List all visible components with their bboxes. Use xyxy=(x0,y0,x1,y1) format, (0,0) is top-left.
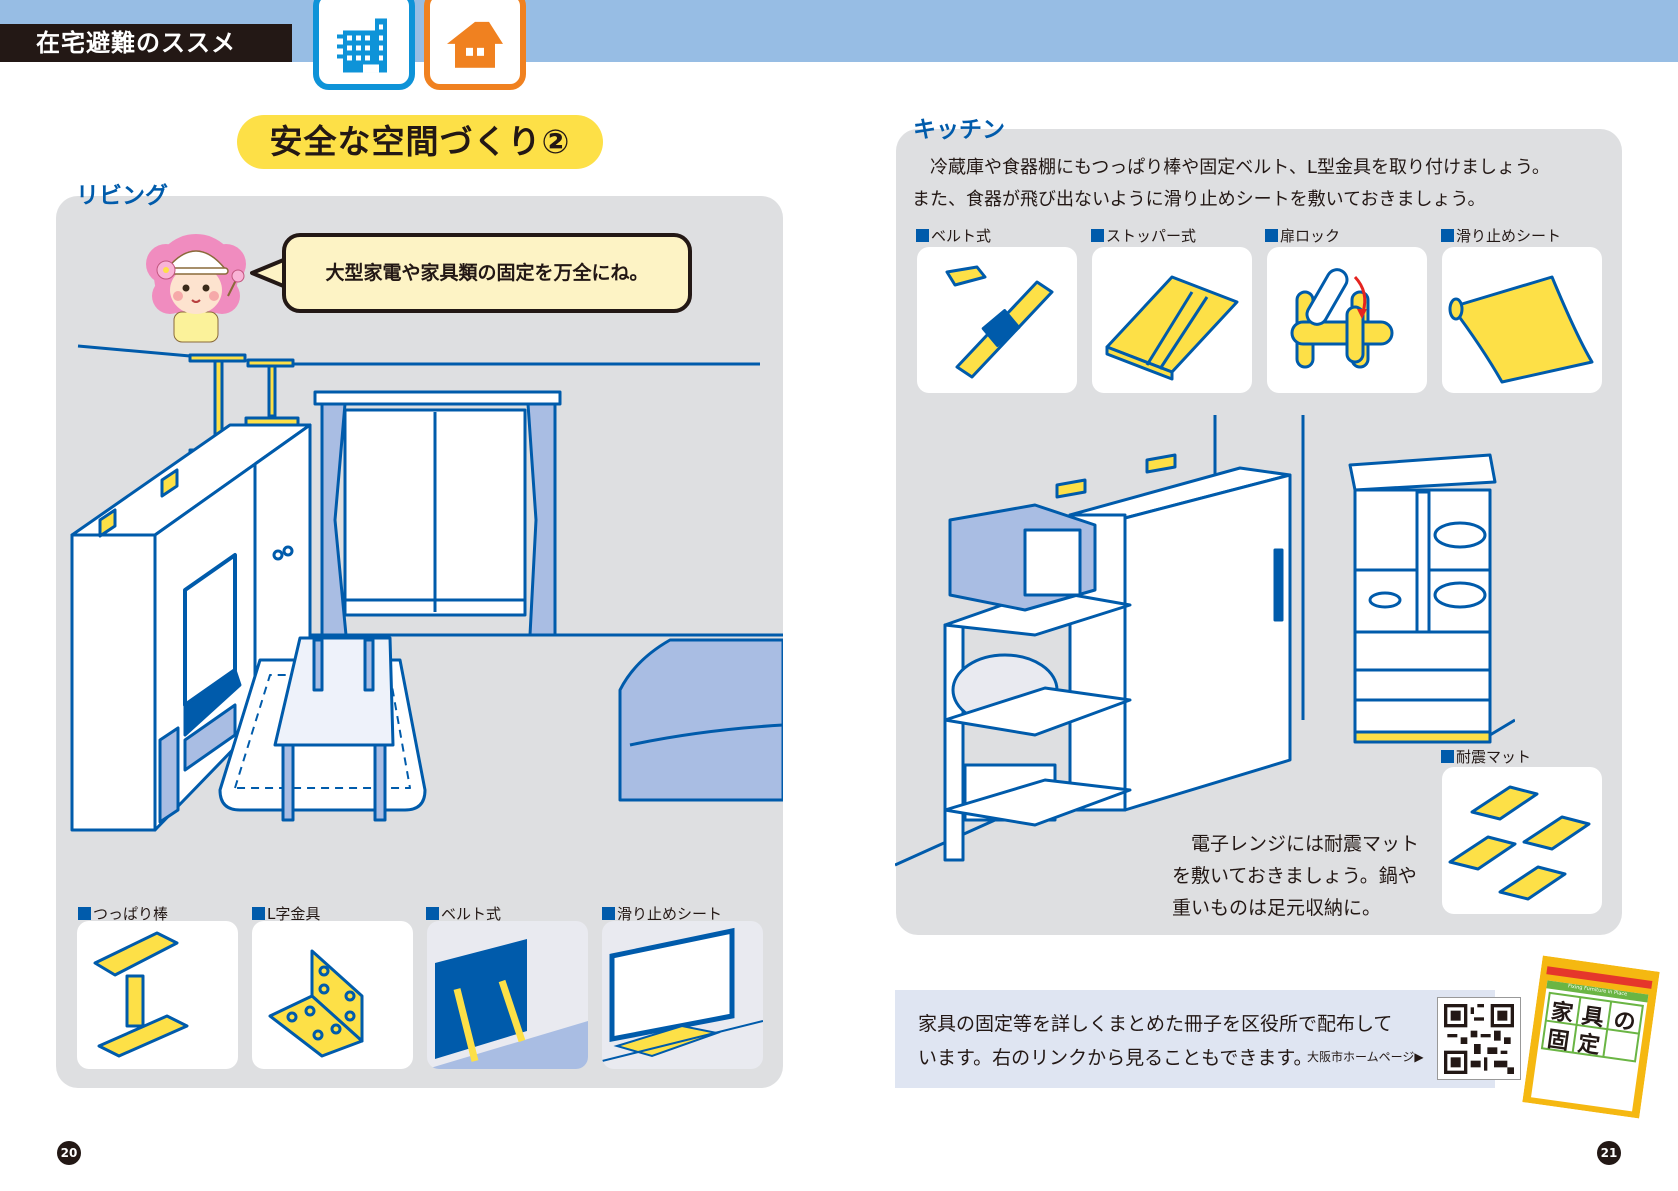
bullet-square-icon xyxy=(78,907,91,920)
mat-label: 耐震マット xyxy=(1441,746,1531,767)
booklet-cover[interactable]: 家 具 の 固 定 Fixing Furniture in Place xyxy=(1522,955,1660,1119)
card-belt xyxy=(427,921,588,1069)
kitchen-illustration xyxy=(895,415,1515,867)
bullet-square-icon xyxy=(426,907,439,920)
speech-bubble: 大型家電や家具類の固定を万全にね。 xyxy=(282,233,692,313)
building-icon xyxy=(337,18,387,73)
page-title: 安全な空間づくり② xyxy=(237,115,603,169)
curtain-left xyxy=(320,402,348,637)
page-number-right: 21 xyxy=(1597,1141,1621,1165)
curtain-rail xyxy=(313,390,562,406)
bullet-square-icon xyxy=(1091,229,1104,242)
card-anti-slip-sheet xyxy=(602,921,763,1069)
belt-strap-icon xyxy=(945,265,1054,379)
mascot-character xyxy=(146,234,246,343)
kitchen-item-label: ベルト式 xyxy=(916,225,991,246)
living-item-label: L字金具 xyxy=(252,903,320,924)
info-bar xyxy=(895,990,1495,1088)
speech-bubble-tail xyxy=(250,257,286,289)
door-lock-icon xyxy=(1290,268,1394,369)
qr-code[interactable] xyxy=(1437,997,1521,1080)
bullet-square-icon xyxy=(1265,229,1278,242)
section-tag: 在宅避難のススメ xyxy=(0,24,292,62)
bullet-square-icon xyxy=(1441,750,1454,763)
card-stopper xyxy=(1092,247,1252,393)
living-section-label: リビング xyxy=(76,183,168,209)
card-tension-rod xyxy=(77,921,238,1069)
living-item-label: 滑り止めシート xyxy=(602,903,722,924)
info-text: 家具の固定等を詳しくまとめた冊子を区役所で配布して います。右のリンクから見るこ… xyxy=(918,1013,1393,1069)
ceiling-line xyxy=(77,344,191,358)
living-item-label: ベルト式 xyxy=(426,903,501,924)
bullet-square-icon xyxy=(916,229,929,242)
mat-advice-text: 電子レンジには耐震マット を敷いておきましょう。鍋や 重いものは足元収納に。 xyxy=(1172,833,1420,919)
qr-code-icon xyxy=(1444,1004,1514,1074)
kitchen-item-label: 扉ロック xyxy=(1265,225,1340,246)
refrigerator xyxy=(1123,473,1292,812)
tab-house[interactable] xyxy=(424,0,526,90)
bullet-square-icon xyxy=(252,907,265,920)
living-item-label: つっぱり棒 xyxy=(78,903,168,924)
card-l-bracket xyxy=(252,921,413,1069)
house-icon xyxy=(447,21,503,68)
stopper-icon xyxy=(1105,275,1239,381)
kitchen-item-label: ストッパー式 xyxy=(1091,225,1196,246)
bookshelf-side xyxy=(70,533,157,832)
living-room-illustration xyxy=(70,344,783,832)
page-number-left: 20 xyxy=(57,1141,81,1165)
card-kitchen-anti-slip xyxy=(1442,247,1602,393)
tension-rod-icon xyxy=(93,931,189,1058)
l-bracket-icon xyxy=(268,949,364,1058)
bullet-square-icon xyxy=(1441,229,1454,242)
tab-building[interactable] xyxy=(313,0,415,90)
bullet-square-icon xyxy=(602,907,615,920)
tv-anti-slip-icon xyxy=(602,927,763,1062)
card-anti-seismic-mat xyxy=(1442,767,1602,914)
card-kitchen-belt xyxy=(917,247,1077,393)
booklet-cover-image xyxy=(1522,955,1660,1119)
kitchen-intro-text: 冷蔵庫や食器棚にもつっぱり棒や固定ベルト、L型金具を取り付けましょう。 また、食… xyxy=(912,157,1550,210)
belt-icon xyxy=(427,939,588,1069)
card-door-lock xyxy=(1267,247,1427,393)
kitchen-item-label: 滑り止めシート xyxy=(1441,225,1561,246)
kitchen-section-label: キッチン xyxy=(913,117,1005,143)
osaka-city-homepage-link[interactable]: 大阪市ホームページ▶ xyxy=(1307,1050,1424,1064)
curtain-right xyxy=(526,402,557,637)
anti-seismic-mat-icon xyxy=(1448,785,1591,901)
sofa xyxy=(618,638,783,802)
anti-slip-roll-icon xyxy=(1448,275,1594,384)
